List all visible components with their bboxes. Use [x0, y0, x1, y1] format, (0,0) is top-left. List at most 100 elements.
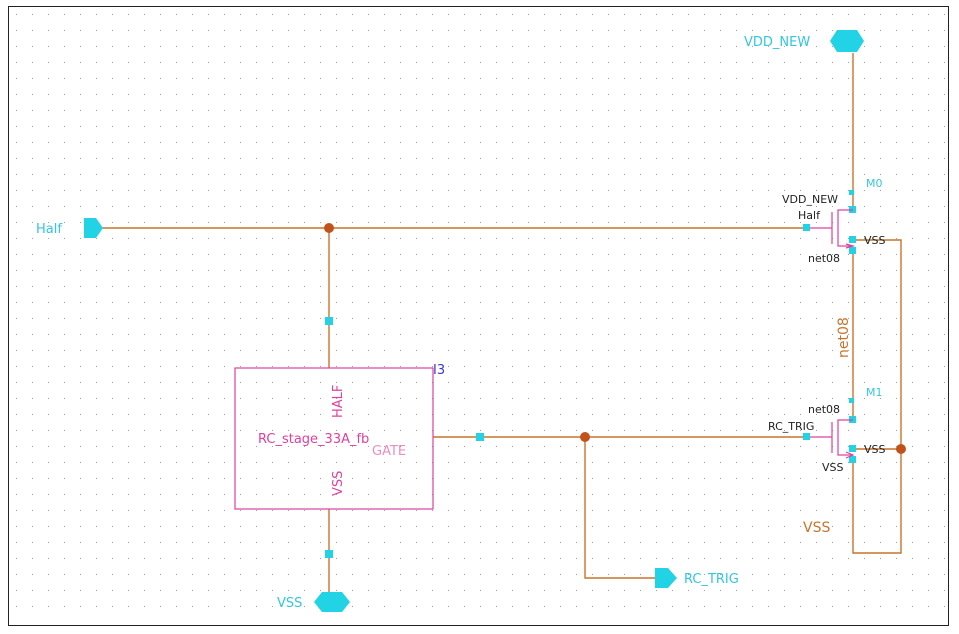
grid-dot [496, 174, 497, 175]
grid-dot [832, 158, 833, 159]
grid-dot [464, 526, 465, 527]
grid-dot [880, 126, 881, 127]
grid-dot [768, 590, 769, 591]
grid-dot [720, 190, 721, 191]
grid-dot [688, 286, 689, 287]
instance-box[interactable] [234, 367, 434, 510]
m0-bulk-pin[interactable] [849, 236, 856, 243]
grid-dot [400, 558, 401, 559]
transistor-m1[interactable] [810, 419, 855, 459]
pin-square-gate[interactable] [476, 433, 484, 441]
grid-dot [256, 174, 257, 175]
grid-dot [624, 558, 625, 559]
grid-dot [144, 398, 145, 399]
grid-dot [48, 510, 49, 511]
grid-dot [352, 142, 353, 143]
grid-dot [496, 510, 497, 511]
grid-dot [608, 494, 609, 495]
grid-dot [176, 206, 177, 207]
pin-square-half[interactable] [325, 317, 333, 325]
junction-vss[interactable] [896, 444, 906, 454]
rc-trig-pin[interactable] [655, 568, 677, 588]
grid-dot [480, 398, 481, 399]
grid-dot [848, 590, 849, 591]
half-pin[interactable] [84, 218, 103, 238]
grid-dot [912, 110, 913, 111]
wire-vss-loop[interactable] [852, 449, 902, 554]
grid-dot [784, 158, 785, 159]
grid-dot [400, 446, 401, 447]
grid-dot [448, 62, 449, 63]
grid-dot [272, 462, 273, 463]
grid-dot [384, 270, 385, 271]
grid-dot [336, 222, 337, 223]
grid-dot [176, 574, 177, 575]
grid-dot [896, 302, 897, 303]
grid-dot [816, 382, 817, 383]
grid-dot [848, 222, 849, 223]
grid-dot [704, 142, 705, 143]
grid-dot [576, 318, 577, 319]
grid-dot [560, 382, 561, 383]
vss-pin[interactable] [314, 592, 350, 612]
instance-i3[interactable]: I3 RC_stage_33A_fb GATE HALF VSS [234, 363, 445, 510]
grid-dot [912, 382, 913, 383]
grid-dot [464, 238, 465, 239]
grid-dot [800, 414, 801, 415]
vdd-new-pin[interactable] [830, 30, 864, 52]
grid-dot [736, 126, 737, 127]
schematic-canvas[interactable] [8, 6, 949, 626]
grid-dot [928, 110, 929, 111]
grid-dot [592, 126, 593, 127]
grid-dot [48, 78, 49, 79]
grid-dot [912, 238, 913, 239]
grid-dot [640, 590, 641, 591]
m1-bulk-pin[interactable] [849, 445, 856, 452]
grid-dot [416, 334, 417, 335]
grid-dot [240, 478, 241, 479]
grid-dot [192, 158, 193, 159]
wire-bulk-m0[interactable] [853, 239, 902, 449]
grid-dot [288, 574, 289, 575]
pin-square-vss[interactable] [325, 550, 333, 558]
grid-dot [448, 14, 449, 15]
grid-dot [928, 334, 929, 335]
grid-dot [912, 30, 913, 31]
grid-dot [560, 318, 561, 319]
m1-source-pin[interactable] [849, 456, 856, 463]
wire-rc-trig[interactable] [584, 437, 655, 579]
grid-dot [560, 286, 561, 287]
grid-dot [64, 350, 65, 351]
grid-dot [768, 542, 769, 543]
junction-half[interactable] [324, 223, 334, 233]
grid-dot [336, 286, 337, 287]
grid-dot [368, 606, 369, 607]
grid-dot [640, 158, 641, 159]
grid-dot [272, 142, 273, 143]
m1-gate-pin[interactable] [803, 433, 810, 440]
grid-dot [144, 510, 145, 511]
grid-dot [480, 158, 481, 159]
junction-gate[interactable] [580, 432, 590, 442]
grid-dot [400, 174, 401, 175]
grid-dot [288, 190, 289, 191]
grid-dot [736, 286, 737, 287]
grid-dot [224, 350, 225, 351]
m0-source-pin[interactable] [849, 247, 856, 254]
grid-dot [160, 238, 161, 239]
grid-dot [256, 142, 257, 143]
grid-dot [624, 430, 625, 431]
grid-dot [640, 78, 641, 79]
grid-dot [192, 590, 193, 591]
grid-dot [480, 494, 481, 495]
grid-dot [400, 78, 401, 79]
m0-gate-pin[interactable] [803, 224, 810, 231]
grid-dot [320, 30, 321, 31]
grid-dot [128, 62, 129, 63]
grid-dot [160, 606, 161, 607]
grid-dot [288, 318, 289, 319]
grid-dot [288, 494, 289, 495]
grid-dot [656, 126, 657, 127]
grid-dot [560, 238, 561, 239]
transistor-m0[interactable] [810, 209, 856, 249]
